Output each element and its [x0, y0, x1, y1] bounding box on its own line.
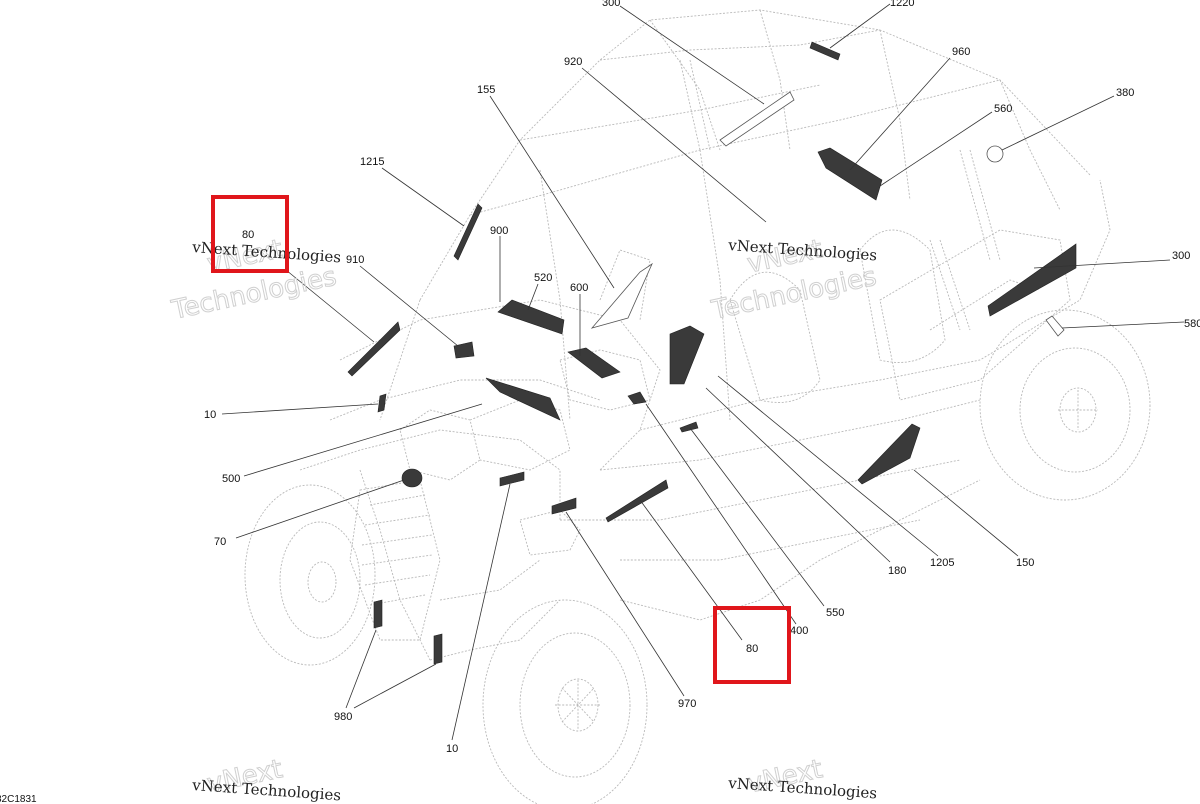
callout-400[interactable]: 400 — [790, 625, 808, 637]
callout-960[interactable]: 960 — [952, 46, 970, 58]
decal-1215 — [453, 203, 483, 261]
decal-960-560 — [817, 147, 883, 201]
callout-580[interactable]: 580 — [1184, 318, 1200, 330]
callout-500[interactable]: 500 — [222, 473, 240, 485]
callout-980[interactable]: 980 — [334, 711, 352, 723]
decal-980-a — [373, 599, 383, 629]
decal-400 — [605, 479, 669, 523]
callout-1205[interactable]: 1205 — [930, 557, 954, 569]
callout-910[interactable]: 910 — [346, 254, 364, 266]
decal-970-a — [499, 471, 525, 487]
reference-code: 82C1831 — [0, 794, 37, 804]
decal-300-side — [987, 243, 1077, 317]
decal-380 — [986, 145, 1004, 163]
decal-80-bottom — [627, 391, 647, 405]
callout-600[interactable]: 600 — [570, 282, 588, 294]
watermark-bottom-left: vNext Technologies — [191, 776, 342, 804]
highlight-box-80-top — [211, 195, 289, 273]
decal-70 — [401, 468, 423, 488]
decal-900-520 — [497, 299, 565, 335]
callout-1215[interactable]: 1215 — [360, 156, 384, 168]
callout-10-top[interactable]: 10 — [204, 409, 216, 421]
leader-lines — [221, 3, 1185, 741]
callout-180[interactable]: 180 — [888, 565, 906, 577]
callout-900[interactable]: 900 — [490, 225, 508, 237]
watermark-ghost-top-right-2: Technologies — [709, 262, 880, 326]
vehicle-outline — [244, 9, 1151, 804]
highlight-box-80-bottom — [713, 606, 791, 684]
decal-10-top — [377, 393, 387, 413]
callout-560[interactable]: 560 — [994, 103, 1012, 115]
callout-300-top[interactable]: 300 — [602, 0, 620, 9]
callout-970[interactable]: 970 — [678, 698, 696, 710]
callout-labels: 300 1220 960 920 560 380 155 1215 900 91… — [204, 0, 1200, 755]
callout-155[interactable]: 155 — [477, 84, 495, 96]
decal-150 — [857, 423, 921, 485]
callout-150[interactable]: 150 — [1016, 557, 1034, 569]
watermark-bottom-right: vNext Technologies — [727, 774, 878, 802]
callout-920[interactable]: 920 — [564, 56, 582, 68]
decal-tube — [669, 325, 705, 385]
decal-600 — [567, 347, 621, 379]
decal-500 — [485, 377, 561, 421]
callout-1220[interactable]: 1220 — [890, 0, 914, 9]
callout-80-top[interactable]: 80 — [242, 229, 254, 241]
callout-80-bottom[interactable]: 80 — [746, 643, 758, 655]
decal-155 — [590, 262, 653, 329]
decal-550 — [679, 421, 699, 433]
decal-980-b — [433, 633, 443, 665]
callout-70[interactable]: 70 — [214, 536, 226, 548]
decals — [347, 41, 1077, 665]
callout-550[interactable]: 550 — [826, 607, 844, 619]
callout-380[interactable]: 380 — [1116, 87, 1134, 99]
decal-80-top — [347, 321, 401, 377]
callout-520[interactable]: 520 — [534, 272, 552, 284]
callout-300-side[interactable]: 300 — [1172, 250, 1190, 262]
decal-300-top — [719, 91, 795, 147]
callout-10-bottom[interactable]: 10 — [446, 743, 458, 755]
decal-1220 — [809, 41, 841, 61]
decal-910 — [453, 341, 475, 359]
decal-970-b — [551, 497, 577, 515]
decal-580 — [1045, 315, 1065, 337]
